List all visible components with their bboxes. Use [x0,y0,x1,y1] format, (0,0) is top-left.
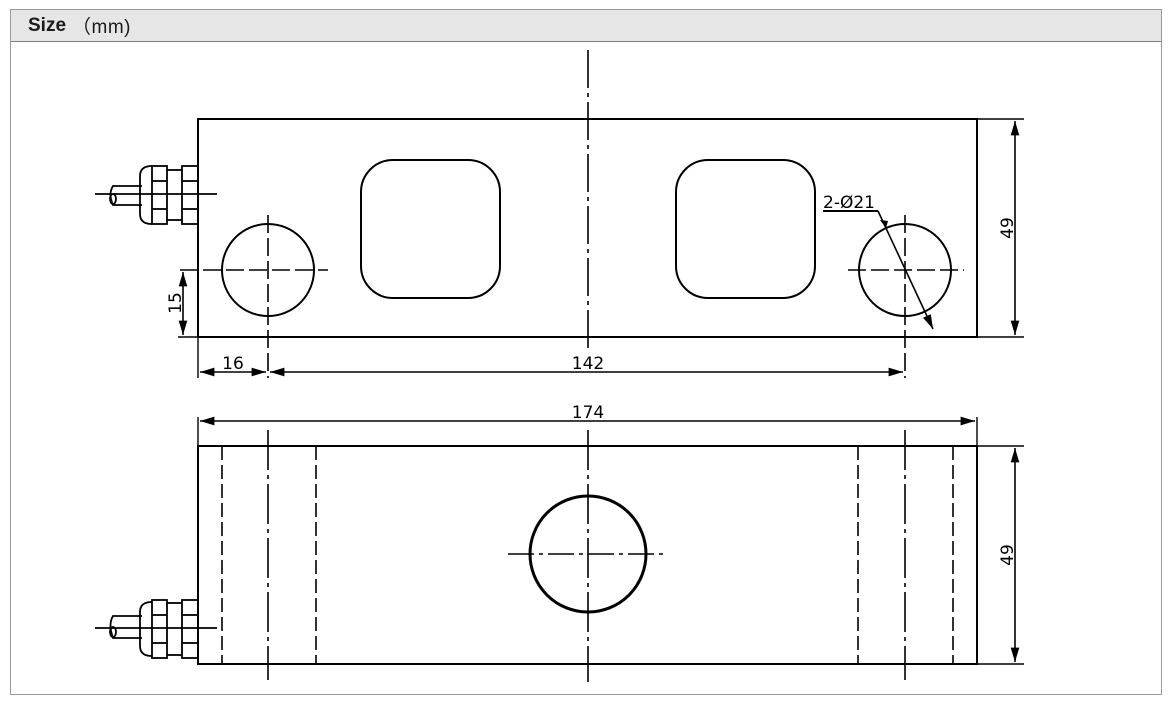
slot-left [360,159,501,299]
dim-label-overall-length: 174 [572,403,604,423]
panel-title-unit: （mm) [72,17,132,38]
cable-gland-bottom [95,599,217,659]
dim-label-hole-spacing: 142 [572,354,604,374]
dim-label-hole-offset-x: 16 [222,354,244,374]
panel-title: Size [28,14,67,36]
diameter-leader [877,210,934,330]
front-view [95,416,1024,682]
slot-right [675,159,816,299]
top-view [95,50,1024,378]
panel-header: Size （mm) [11,10,1161,42]
dim-label-height-front: 49 [998,544,1018,566]
diameter-arrow-top [880,220,888,228]
dim-label-height-top: 49 [998,217,1018,239]
cable-gland-top [95,165,217,225]
dim-label-hole-offset-y: 15 [166,292,186,314]
size-panel: Size （mm) [10,9,1162,695]
hole-callout-label: 2-Ø21 [823,193,875,213]
